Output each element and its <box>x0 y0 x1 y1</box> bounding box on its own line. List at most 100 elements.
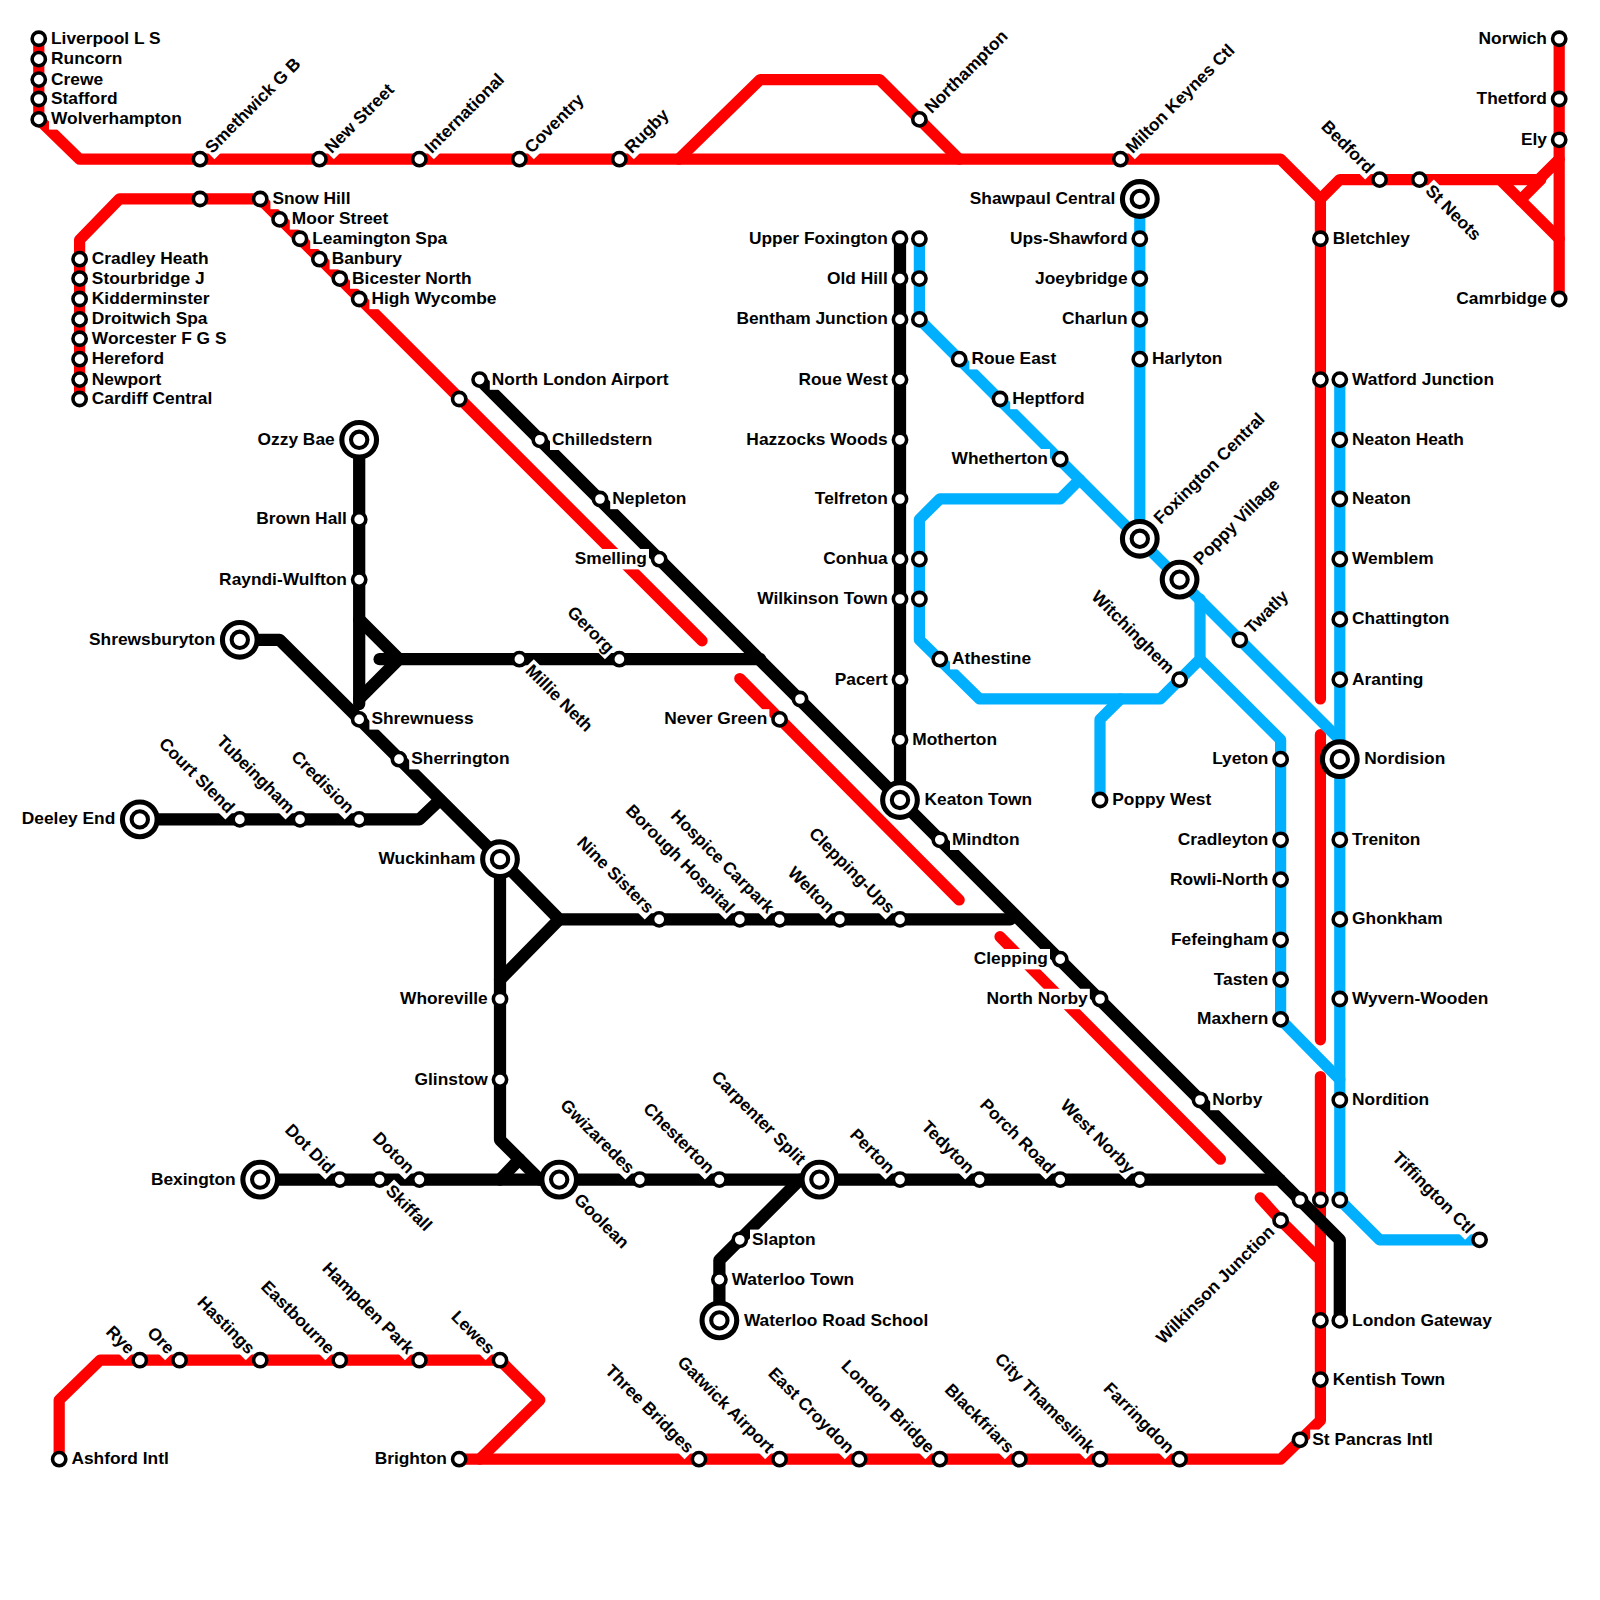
station-marker <box>1333 673 1346 686</box>
station-label: Bexington <box>149 1169 238 1189</box>
station-marker <box>1133 232 1146 245</box>
station-marker <box>953 353 966 366</box>
station-marker <box>1314 1373 1327 1386</box>
rail-line <box>59 1360 540 1459</box>
interchange-marker-inner <box>711 1312 727 1328</box>
station-marker <box>313 153 326 166</box>
station-marker <box>1114 153 1127 166</box>
station-marker <box>413 1354 426 1367</box>
rail-line <box>459 1198 1320 1459</box>
interchange-marker-inner <box>232 632 248 648</box>
interchange-marker-inner <box>492 851 508 867</box>
station-marker <box>1333 913 1346 926</box>
station-label: Norwich <box>1476 29 1549 49</box>
station-label: Ely <box>1519 130 1549 150</box>
station-marker <box>493 1354 506 1367</box>
station-label: Fefeingham <box>1169 930 1270 950</box>
station-label: Thetford <box>1475 89 1549 109</box>
station-marker <box>1333 992 1346 1005</box>
station-label: Neaton <box>1350 489 1413 509</box>
station-label: Heptford <box>1010 389 1086 409</box>
station-label: London Gateway <box>1350 1310 1494 1330</box>
station-label: Wilkinson Town <box>755 589 890 609</box>
station-marker <box>1553 92 1566 105</box>
station-label: Nine Sisters <box>571 831 659 919</box>
station-marker <box>1293 1193 1306 1206</box>
station-label: Ashford Intl <box>69 1449 170 1469</box>
station-marker <box>773 913 786 926</box>
rail-line <box>359 619 399 699</box>
station-marker <box>893 492 906 505</box>
station-label: Cradley Heath <box>90 249 211 269</box>
station-label: Crewe <box>49 69 105 89</box>
station-marker <box>1093 1453 1106 1466</box>
station-marker <box>1413 173 1426 186</box>
station-marker <box>1314 232 1327 245</box>
station-marker <box>773 713 786 726</box>
station-label: Never Green <box>662 709 769 729</box>
interchange-marker <box>243 1162 278 1197</box>
station-label: Sherrington <box>409 749 511 769</box>
station-marker <box>1333 373 1346 386</box>
station-label: Chattington <box>1350 609 1451 629</box>
station-marker <box>32 92 45 105</box>
station-marker <box>933 653 946 666</box>
station-marker <box>893 313 906 326</box>
station-marker <box>1274 1214 1287 1227</box>
station-label: North London Airport <box>490 369 671 389</box>
station-marker <box>913 553 926 566</box>
rail-line <box>919 239 1339 759</box>
station-label: Rowli-North <box>1168 869 1270 889</box>
station-marker <box>313 253 326 266</box>
station-marker <box>1133 353 1146 366</box>
station-marker <box>1193 1093 1206 1106</box>
station-marker <box>1553 32 1566 45</box>
station-marker <box>593 492 606 505</box>
station-marker <box>1233 633 1246 646</box>
station-label: Kidderminster <box>90 289 212 309</box>
station-label: Ozzy Bae <box>256 430 337 450</box>
station-label: Lyeton <box>1210 749 1270 769</box>
stations <box>32 32 1566 1466</box>
station-label: Skiffall <box>380 1180 438 1238</box>
station-label: New Street <box>319 78 400 159</box>
interchange-marker-inner <box>551 1171 567 1187</box>
station-marker <box>73 373 86 386</box>
station-marker <box>1373 173 1386 186</box>
station-marker <box>893 272 906 285</box>
station-marker <box>1314 1193 1327 1206</box>
station-label: Roue West <box>796 369 889 389</box>
interchange-marker-inner <box>811 1171 827 1187</box>
station-marker <box>193 153 206 166</box>
station-marker <box>473 373 486 386</box>
station-marker <box>1553 292 1566 305</box>
station-marker <box>453 392 466 405</box>
station-label: Blackfriars <box>939 1378 1020 1459</box>
station-marker <box>73 253 86 266</box>
station-label: Goolean <box>568 1188 634 1254</box>
station-marker <box>913 113 926 126</box>
black-lines <box>140 239 1340 1321</box>
station-marker <box>1274 753 1287 766</box>
station-label: Droitwich Spa <box>90 309 210 329</box>
station-label: Moor Street <box>290 209 390 229</box>
station-label: Maxhern <box>1195 1009 1270 1029</box>
station-marker <box>913 313 926 326</box>
station-marker <box>73 353 86 366</box>
interchange-marker-inner <box>1171 571 1187 587</box>
station-marker <box>1333 433 1346 446</box>
station-label: Wolverhampton <box>49 109 184 129</box>
station-label: Newport <box>90 369 163 389</box>
station-label: Waterloo Road School <box>742 1310 930 1330</box>
station-marker <box>893 433 906 446</box>
rail-line <box>80 199 702 641</box>
station-label: Norby <box>1210 1090 1264 1110</box>
station-label: Poppy West <box>1110 790 1213 810</box>
station-marker <box>893 592 906 605</box>
rail-line <box>1000 937 1220 1159</box>
rail-line <box>679 80 960 160</box>
station-marker <box>32 73 45 86</box>
station-label: Keaton Town <box>922 790 1034 810</box>
station-marker <box>1274 933 1287 946</box>
station-marker <box>893 232 906 245</box>
